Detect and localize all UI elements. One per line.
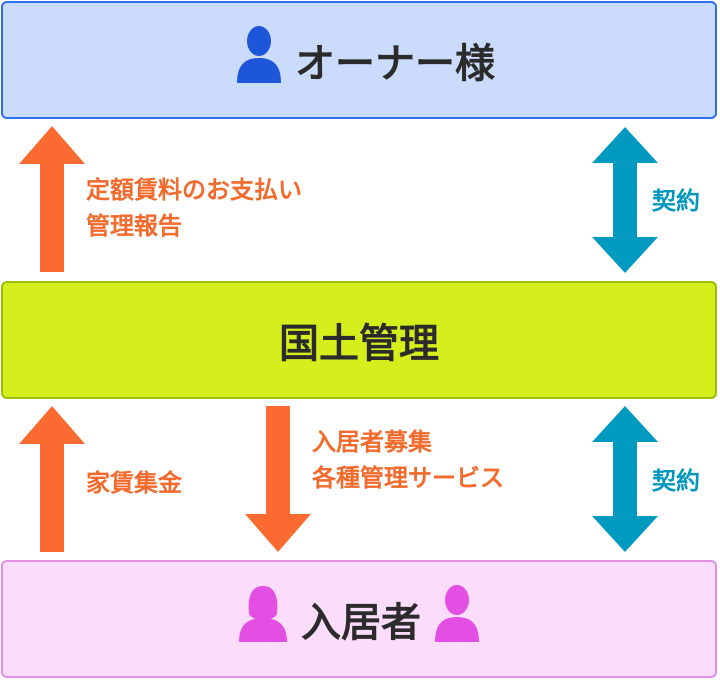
male-person-icon	[435, 584, 479, 654]
upper-right-label: 契約	[652, 187, 700, 215]
lower-middle-label-line1: 入居者募集	[312, 428, 432, 456]
upper-right-double-arrow	[592, 127, 658, 273]
owner-person-icon	[237, 25, 281, 95]
lower-left-arrow-up	[19, 406, 85, 552]
lower-left-label: 家賃集金	[86, 469, 182, 497]
lower-right-label: 契約	[652, 467, 700, 495]
upper-left-label-line1: 定額賃料のお支払い	[86, 176, 302, 204]
lower-right-double-arrow	[592, 406, 658, 552]
lower-middle-label-line2: 各種管理サービス	[312, 464, 504, 492]
female-person-icon	[239, 584, 287, 654]
lower-middle-arrow-down	[245, 406, 311, 552]
tenant-box: 入居者	[1, 560, 717, 678]
owner-box: オーナー様	[1, 1, 717, 119]
upper-left-label: 定額賃料のお支払い 管理報告	[86, 172, 302, 244]
owner-label: オーナー様	[295, 41, 495, 87]
upper-left-arrow-up	[19, 126, 85, 272]
company-box: 国土管理	[1, 281, 717, 399]
tenant-label: 入居者	[301, 600, 421, 646]
lower-middle-label: 入居者募集 各種管理サービス	[312, 424, 504, 496]
company-label: 国土管理	[279, 321, 439, 367]
upper-left-label-line2: 管理報告	[86, 212, 182, 240]
